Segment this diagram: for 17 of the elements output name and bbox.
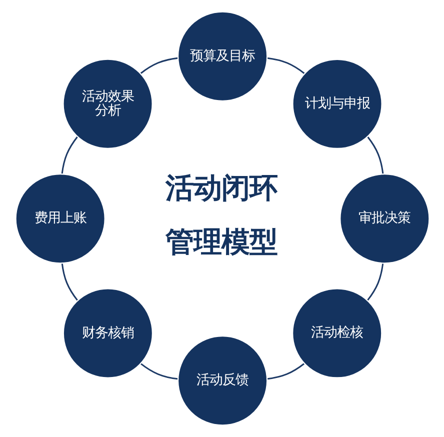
node-circle: 审批决策 (339, 174, 430, 264)
connector (266, 57, 305, 74)
node-circle: 预算及目标 (176, 11, 268, 102)
connector (140, 57, 178, 74)
node-circle: 计划与申报 (292, 58, 382, 150)
node-circle: 活动反馈 (176, 336, 268, 426)
connector (266, 363, 304, 380)
node-circle: 活动检核 (292, 288, 382, 378)
connector (60, 263, 78, 301)
connector (140, 363, 178, 380)
label: 活动闭环管理模型 (165, 172, 278, 259)
node-circle: 费用上账 (14, 174, 105, 264)
connector (366, 263, 384, 301)
connector (366, 136, 384, 174)
node-circle: 财务核销 (62, 288, 153, 378)
connector (60, 136, 78, 174)
node-circle: 活动效果分析 (62, 58, 152, 149)
